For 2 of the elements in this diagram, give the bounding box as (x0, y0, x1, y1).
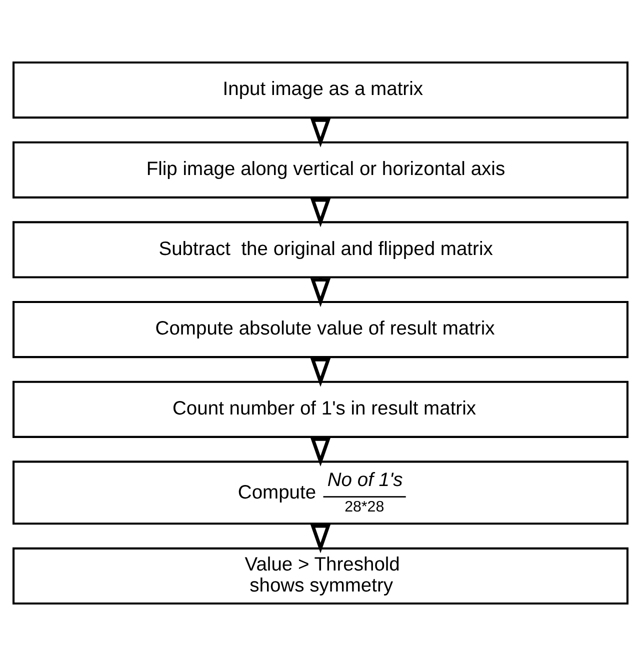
node-box: Value > Threshold shows symmetry (12, 547, 628, 605)
node-box: Flip image along vertical or horizontal axis (12, 141, 628, 198)
